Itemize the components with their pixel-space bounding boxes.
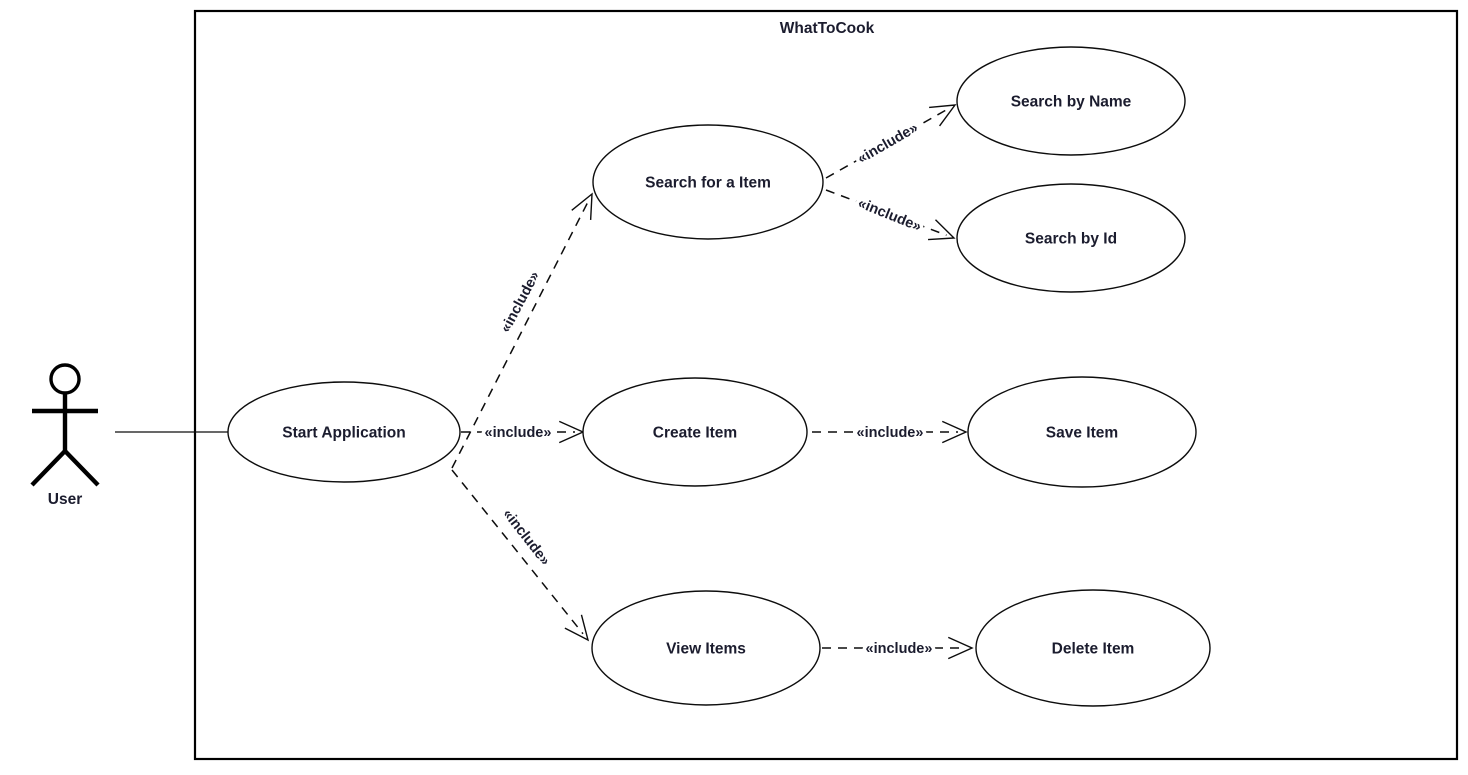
use-case-label: Search by Id <box>1025 231 1117 248</box>
include-stereotype-halo: «include» <box>857 425 924 441</box>
use-case-start-application[interactable]: Start Application <box>227 381 461 483</box>
include-relation-start-to-create: «include»«include» <box>461 420 585 445</box>
use-case-ellipse[interactable] <box>591 590 821 706</box>
include-line <box>451 200 590 469</box>
include-arrowhead <box>571 192 593 221</box>
include-stereotype-label: «include» <box>499 506 553 569</box>
use-case-ellipse[interactable] <box>975 589 1211 707</box>
use-case-ellipse[interactable] <box>227 381 461 483</box>
use-case-search-for-a-item[interactable]: Search for a Item <box>592 124 824 240</box>
use-case-ellipse[interactable] <box>956 183 1186 293</box>
include-stereotype-label: «include» <box>857 425 924 441</box>
use-case-label: Create Item <box>653 425 737 442</box>
use-case-search-by-name[interactable]: Search by Name <box>956 46 1186 156</box>
include-stereotype-label: «include» <box>855 195 923 235</box>
system-boundary-rect <box>193 9 1459 761</box>
include-relation-start-to-view: «include»«include» <box>451 469 590 642</box>
include-stereotype-halo: «include» <box>866 641 933 657</box>
use-case-label: Save Item <box>1046 425 1118 442</box>
actor-label: User <box>48 491 82 508</box>
use-case-ellipse[interactable] <box>956 46 1186 156</box>
include-arrowhead <box>564 614 590 642</box>
include-relation-search-to-by-id: «include»«include» <box>825 189 956 241</box>
actor-left-leg-line <box>30 449 67 487</box>
include-relation-search-to-by-name: «include»«include» <box>825 104 957 179</box>
use-case-label: Delete Item <box>1052 641 1135 658</box>
include-stereotype-label: «include» <box>498 269 544 336</box>
use-case-search-by-id[interactable]: Search by Id <box>956 183 1186 293</box>
include-relation-view-to-delete: «include»«include» <box>822 636 974 661</box>
actor-user[interactable] <box>30 363 100 487</box>
use-case-label: Search by Name <box>1011 94 1132 111</box>
include-arrowhead <box>941 420 968 444</box>
include-line <box>451 469 584 635</box>
include-arrowhead <box>928 219 956 241</box>
use-case-delete-item[interactable]: Delete Item <box>975 589 1211 707</box>
include-arrowhead <box>929 104 957 127</box>
use-case-label: Search for a Item <box>645 175 771 192</box>
include-line <box>825 189 947 236</box>
use-case-create-item[interactable]: Create Item <box>582 377 808 487</box>
use-case-ellipse[interactable] <box>582 377 808 487</box>
include-stereotype-halo: «include» <box>485 425 552 441</box>
actor-head-icon <box>49 363 81 395</box>
include-line <box>825 108 949 179</box>
include-relation-create-to-save: «include»«include» <box>812 420 968 445</box>
include-stereotype-label: «include» <box>855 120 921 167</box>
include-stereotype-label: «include» <box>485 425 552 441</box>
use-case-save-item[interactable]: Save Item <box>967 376 1197 488</box>
actor-right-leg-line <box>63 449 100 487</box>
use-case-ellipse[interactable] <box>967 376 1197 488</box>
use-case-ellipse[interactable] <box>592 124 824 240</box>
use-case-view-items[interactable]: View Items <box>591 590 821 706</box>
system-boundary-title: WhatToCook <box>780 20 875 37</box>
include-arrowhead <box>947 636 974 660</box>
include-stereotype-label: «include» <box>866 641 933 657</box>
use-case-label: View Items <box>666 641 746 658</box>
use-case-label: Start Application <box>282 425 405 442</box>
